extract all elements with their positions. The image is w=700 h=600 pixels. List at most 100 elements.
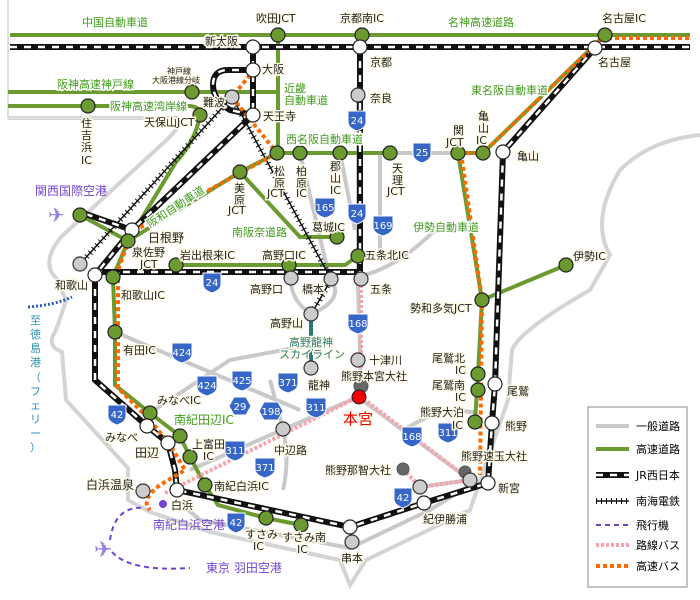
places-sumiyoshi-1-label: 吉 [81,129,92,142]
route-168-shield: 168 [401,426,423,448]
route-311-shield: 311 [305,397,327,419]
places-tokushima-7-label: リ [30,413,41,426]
shields-r24-label: 24 [351,116,364,127]
expressways-wangan-label: 阪神高速湾岸線 [110,99,187,113]
hongu-marker [351,389,367,405]
places-seiwataki-label: 勢和多気JCT [410,301,472,315]
places-kix-label: 関西国際空港 [35,184,107,198]
shields-r24-label: 24 [206,278,219,289]
places-shin-osaka-label: 新大阪 [205,34,238,48]
shields-r168-label: 168 [402,432,421,443]
shields-r371-label: 371 [255,463,274,474]
route-169-shield: 169 [372,215,394,237]
places-kameyama-ic-2-label: IC [476,134,487,147]
places-matsubara-1-label: 原 [274,177,285,190]
expressways-ise-label: 伊勢自動車道 [413,220,479,234]
places-seki-0-label: 関 [453,124,464,137]
places-tokushima-8-label: ー [30,427,41,440]
places-nagoya-ic-label: 名古屋IC [602,11,646,25]
expressway-labels: 中国自動車道 名神高速道路 阪神高速神戸線 阪神高速湾岸線 近畿 自動車道 西名… [56,14,550,429]
legend-nankai-label: 南海電鉄 [636,494,680,508]
places-hashimoto-label: 橋本 [302,282,324,296]
places-nanki-shirahama-ic-label: 南紀白浜IC [214,479,269,493]
places-tokushima-3-label: 港 [30,356,41,369]
places-nara-label: 奈良 [370,91,392,105]
places-kameyama-label: 亀山 [517,149,539,163]
places-hongu-taisha-label: 熊野本宮大社 [341,369,407,383]
places-susami-minami-0-label: すさみ南 [282,531,326,544]
shields-r198-label: 198 [261,407,280,418]
places-iwade-label: 岩出根来IC [180,248,235,262]
places-minabe-ic-label: みなべIC [157,394,201,407]
places-gojo-label: 五条 [370,282,392,296]
places-wakayama-ic-label: 和歌山IC [121,288,165,302]
places-koyaguchi-ic-label: 高野口IC [262,248,306,262]
inset-border [7,0,178,119]
places-skyline-0-label: 高野龍神 [289,335,333,349]
shields-r29-label: 29 [234,402,247,413]
places-tokushima-0-label: 至 [30,314,41,327]
expressways-kobe-label: 阪神高速神戸線 [57,77,134,91]
places-owase-label: 尾鷲 [507,384,529,398]
route-371-shield: 371 [277,372,299,394]
route-424-shield: 424 [171,342,193,364]
places-katsuragi-label: 葛城IC [312,221,345,234]
shields-r425-label: 425 [232,376,251,387]
route-24-shield: 24 [202,272,222,294]
places-kameyama-ic-1-label: 山 [478,122,489,135]
places-tanabe-label: 田辺 [135,446,159,460]
places-koriyama-0-label: 郡 [330,160,341,173]
places-arida-label: 有田IC [123,343,156,357]
places-bunki2-label: 大阪港線分岐 [152,75,200,85]
expressways-meishin-label: 名神高速道路 [448,15,514,29]
places-haneda-label: 東京 羽田空港 [206,561,282,575]
shields-r42-label: 42 [111,410,124,421]
places-nakahechi-label: 中辺路 [274,444,307,457]
places-sumiyoshi-2-label: 浜 [81,141,92,154]
expressways-kinki2-label: 自動車道 [284,93,328,107]
tokushima-ferry-route [27,295,73,309]
shields-r42-label: 42 [230,518,243,529]
flight-routes [109,506,191,570]
expressways-chugoku-label: 中国自動車道 [82,15,148,29]
places-jutsugawa-label: 十津川 [369,353,402,367]
shields-r424-label: 424 [172,348,191,359]
route-311-shield: 311 [437,422,459,444]
places-tokushima-9-label: ） [30,441,41,454]
places-kamitonda-1-label: IC [203,450,214,463]
shields-r165-label: 165 [315,203,334,214]
places-hongu-label: 本宮 [343,410,373,428]
places-kameyama-ic-0-label: 亀 [478,109,489,123]
places-tokushima-1-label: 徳 [30,328,41,341]
places-gojo-kita-label: 五条北IC [365,248,409,262]
places-izumisano-0-label: 泉佐野 [132,245,165,259]
route-311-shield: 311 [224,440,246,462]
places-wakayama-label: 和歌山 [55,278,88,292]
shields-r169-label: 169 [373,221,392,232]
shields-r311-label: 311 [438,428,457,439]
places-mihara-0-label: 美 [234,182,245,195]
places-skyline-1-label: スカイライン [279,348,345,361]
expressways-minamihanna-label: 南阪奈道路 [232,225,287,239]
places-izumisano-1-label: JCT [139,258,158,271]
places-tenri-1-label: 理 [392,174,403,187]
shields-r168-label: 168 [348,319,367,330]
places-matsubara-0-label: 松 [274,164,285,178]
route-371-shield: 371 [254,457,276,479]
places-tenri-0-label: 天 [392,162,403,175]
places-katsuura-label: 紀伊勝浦 [423,512,467,526]
shields-r24-label: 24 [351,209,364,220]
places-tennoji-label: 天王寺 [263,110,296,123]
places-osaka-label: 大阪 [262,62,284,76]
stations [72,27,613,550]
legend-highway-bus-label: 高速バス [636,559,680,573]
places-seki-1-label: JCT [445,136,464,149]
expressways-kinki-label: 近畿 [284,81,306,95]
places-tenri-2-label: JCT [386,185,405,198]
places-sumiyoshi-3-label: IC [81,154,92,167]
places-kumano-label: 熊野 [505,419,527,433]
places-tokushima-4-label: （ [30,371,41,384]
places-susami-1-label: IC [253,540,264,553]
coastline [8,116,700,590]
